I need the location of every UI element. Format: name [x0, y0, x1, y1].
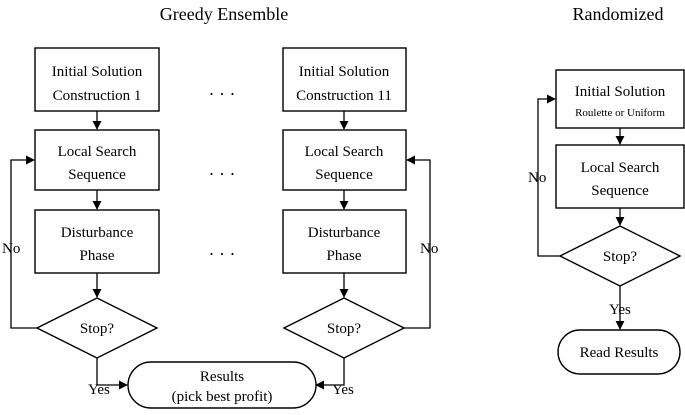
results-terminal [127, 361, 317, 409]
right-initial-solution-line2: Construction 11 [296, 88, 392, 104]
read-results-terminal [557, 329, 681, 375]
left-yes-arrow [96, 358, 128, 390]
randomized-no-label: No [528, 170, 546, 186]
left-no-loop [10, 155, 37, 329]
greedy-ensemble-title: Greedy Ensemble [160, 4, 288, 24]
left-disturbance-box [34, 209, 160, 274]
right-yes-arrow [315, 358, 345, 390]
left-stop-label: Stop? [80, 321, 115, 337]
randomized-no-loop [537, 94, 560, 257]
read-results-label: Read Results [580, 345, 659, 361]
left-initial-solution-box [34, 47, 160, 112]
randomized-initial-solution-line2: Roulette or Uniform [575, 107, 665, 119]
randomized-yes-label: Yes [609, 302, 631, 318]
right-initial-solution-box [282, 47, 407, 112]
right-disturbance-line1: Disturbance [308, 225, 381, 241]
right-disturbance-box [282, 209, 407, 274]
left-local-search-box [34, 129, 160, 191]
ellipsis-row-1: · · · [209, 84, 236, 104]
right-local-search-box [282, 129, 407, 191]
left-disturbance-line2: Phase [80, 248, 115, 264]
left-yes-label: Yes [88, 382, 110, 398]
randomized-local-search-box [555, 144, 685, 209]
results-line1: Results [200, 369, 244, 385]
ellipsis-row-2: · · · [209, 164, 236, 184]
right-local-search-line1: Local Search [305, 144, 384, 160]
left-initial-solution-line2: Construction 1 [53, 88, 142, 104]
left-local-search-line2: Sequence [68, 167, 126, 183]
randomized-stop-label: Stop? [603, 249, 638, 265]
right-no-label: No [420, 241, 438, 257]
right-disturbance-line2: Phase [327, 248, 362, 264]
randomized-title: Randomized [573, 4, 664, 24]
randomized-local-search-line2: Sequence [591, 183, 649, 199]
right-initial-solution-line1: Initial Solution [299, 64, 390, 80]
ellipsis-row-3: · · · [209, 244, 236, 264]
randomized-local-search-line1: Local Search [581, 160, 660, 176]
right-stop-label: Stop? [327, 321, 362, 337]
left-no-label: No [2, 241, 20, 257]
results-line2: (pick best profit) [172, 389, 273, 405]
left-disturbance-line1: Disturbance [61, 225, 134, 241]
right-local-search-line2: Sequence [315, 167, 373, 183]
right-yes-label: Yes [332, 382, 354, 398]
left-initial-solution-line1: Initial Solution [52, 64, 143, 80]
right-no-loop [404, 155, 431, 329]
randomized-initial-solution-box [555, 69, 685, 129]
randomized-initial-solution-line1: Initial Solution [575, 84, 666, 100]
left-local-search-line1: Local Search [58, 144, 137, 160]
